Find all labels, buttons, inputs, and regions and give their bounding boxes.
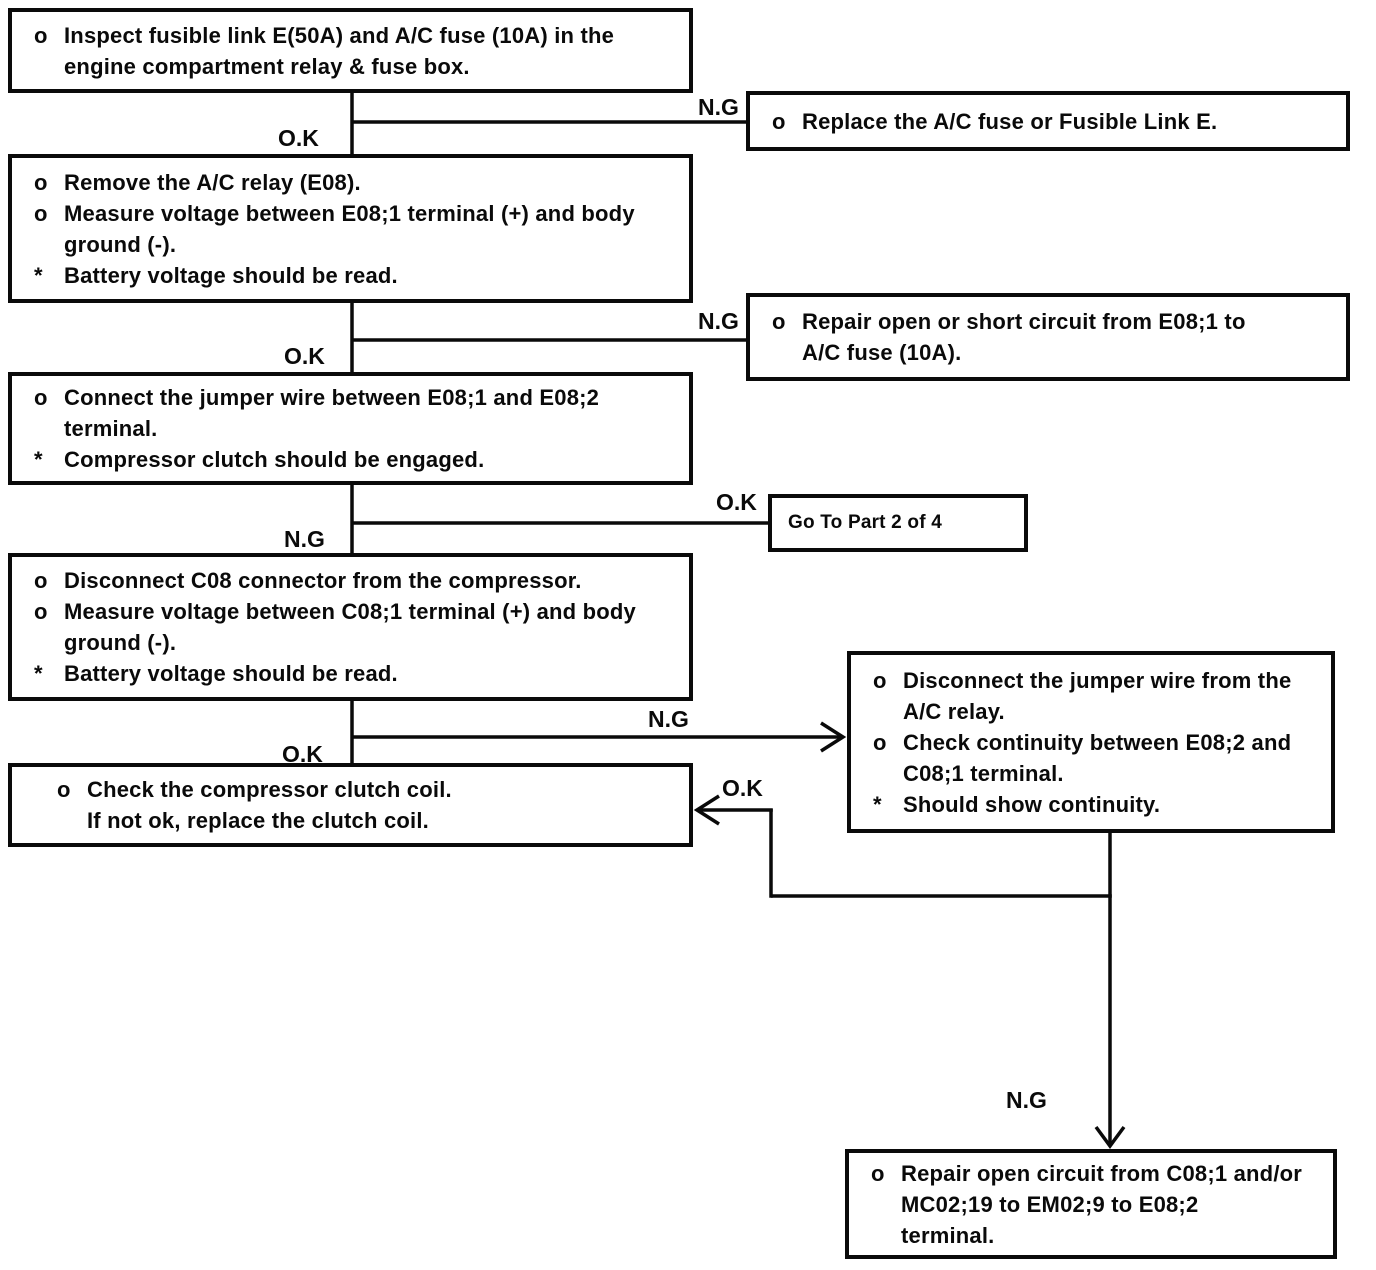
label-ng-row2: N.G — [698, 308, 739, 334]
text-line: A/C relay. — [903, 698, 1005, 724]
bullet: o — [871, 1160, 885, 1186]
bullet: * — [34, 447, 43, 472]
text-line: MC02;19 to EM02;9 to E08;2 — [901, 1191, 1199, 1217]
bullet: o — [34, 200, 48, 226]
text-line: *Battery voltage should be read. — [34, 260, 681, 291]
bullet: o — [57, 777, 71, 802]
text-line: C08;1 terminal. — [903, 760, 1064, 786]
arrowhead-left-icon — [693, 794, 720, 826]
bullet: o — [873, 729, 887, 755]
bullet: o — [34, 568, 48, 593]
text-line: If not ok, replace the clutch coil. — [87, 808, 429, 833]
label-ok-row1: O.K — [278, 125, 319, 151]
label-ng-row3: N.G — [284, 526, 325, 552]
text-line: terminal. — [64, 416, 158, 441]
bullet: o — [34, 599, 48, 624]
text-line: ground (-). — [64, 630, 177, 655]
text-line: ground (-). — [64, 231, 177, 257]
label-ok-row4: O.K — [282, 741, 323, 767]
label-ng-bottom: N.G — [1006, 1087, 1047, 1113]
bullet: * — [873, 791, 882, 817]
label-ok-row3: O.K — [716, 489, 757, 515]
text-line: engine compartment relay & fuse box. — [64, 53, 470, 79]
bullet: o — [772, 309, 786, 334]
label-ok-row2: O.K — [284, 343, 325, 369]
bullet: o — [34, 385, 48, 410]
text-line: *Battery voltage should be read. — [34, 658, 681, 689]
arrowhead-right-icon — [820, 721, 847, 753]
text-line: *Should show continuity. — [873, 789, 1323, 820]
arrowhead-down-icon — [1094, 1125, 1126, 1149]
bullet: * — [34, 661, 43, 686]
bullet: o — [34, 22, 48, 48]
text-line: A/C fuse (10A). — [802, 340, 962, 365]
label-ok-return: O.K — [722, 775, 763, 801]
label-ng-row4: N.G — [648, 706, 689, 732]
bullet: * — [34, 262, 43, 288]
label-ng-row1: N.G — [698, 94, 739, 120]
bullet: o — [873, 667, 887, 693]
text-line: Go To Part 2 of 4 — [788, 512, 943, 533]
text-line: terminal. — [901, 1222, 995, 1248]
bullet: o — [34, 169, 48, 195]
bullet: o — [772, 108, 786, 134]
text-line: *Compressor clutch should be engaged. — [34, 444, 681, 475]
box-goto-part2: Go To Part 2 of 4 — [768, 494, 1028, 552]
